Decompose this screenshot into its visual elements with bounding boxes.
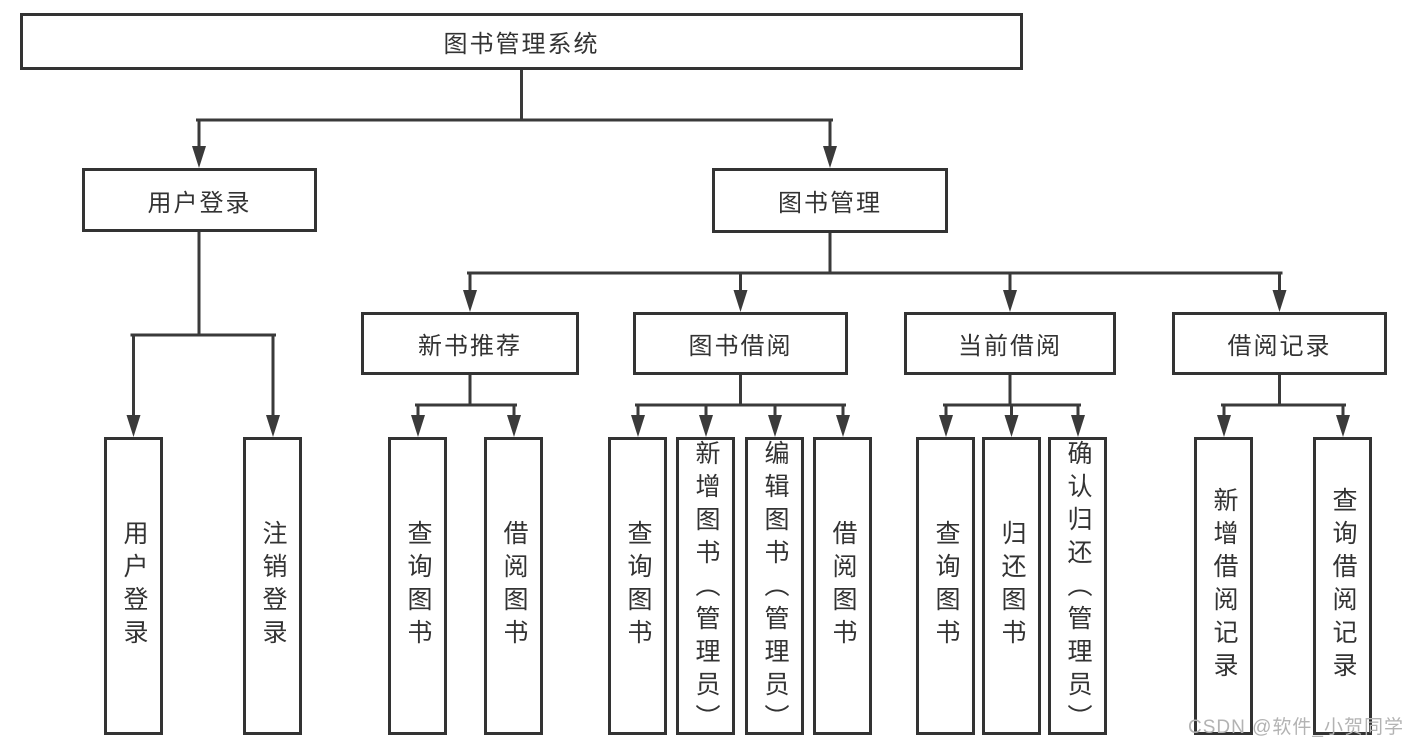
leaf-current-confirm-return-admin: 确认归还（管理员） [1048,437,1107,737]
leaf-borrowing-add-books-admin-label: 新增图书（管理员） [692,440,720,737]
leaf-newbook-query-books: 查询图书 [388,437,447,735]
leaf-current-confirm-return-admin-label: 确认归还（管理员） [1064,440,1092,737]
leaf-current-query-books-label: 查询图书 [932,520,960,652]
node-library-management-system: 图书管理系统 [20,13,1023,70]
leaf-borrowing-edit-books-admin: 编辑图书（管理员） [745,437,804,737]
leaf-user-login-label: 用户登录 [120,520,148,652]
node-current-borrowing: 当前借阅 [904,312,1116,375]
leaf-newbook-borrow-books: 借阅图书 [484,437,543,735]
leaf-logout: 注销登录 [243,437,302,735]
node-book-management: 图书管理 [712,168,948,233]
node-borrowing-records: 借阅记录 [1172,312,1387,375]
leaf-records-add-record: 新增借阅记录 [1194,437,1253,735]
node-book-management-label: 图书管理 [778,190,882,217]
leaf-records-query-record-label: 查询借阅记录 [1329,487,1357,685]
leaf-current-return-books-label: 归还图书 [998,520,1026,652]
leaf-records-add-record-label: 新增借阅记录 [1210,487,1238,685]
leaf-records-query-record: 查询借阅记录 [1313,437,1372,735]
csdn-watermark: CSDN @软件_小贺同学 [1188,717,1404,738]
leaf-logout-label: 注销登录 [259,520,287,652]
leaf-user-login: 用户登录 [104,437,163,735]
node-user-login-group: 用户登录 [82,168,317,232]
leaf-borrowing-borrow-books-label: 借阅图书 [829,520,857,652]
node-new-book-recommend-label: 新书推荐 [418,333,522,360]
leaf-newbook-query-books-label: 查询图书 [404,520,432,652]
leaf-current-query-books: 查询图书 [916,437,975,735]
leaf-newbook-borrow-books-label: 借阅图书 [500,520,528,652]
node-current-borrowing-label: 当前借阅 [958,333,1062,360]
leaf-borrowing-edit-books-admin-label: 编辑图书（管理员） [761,440,789,737]
node-user-login-group-label: 用户登录 [147,189,252,217]
node-new-book-recommend: 新书推荐 [361,312,579,375]
leaf-borrowing-query-books-label: 查询图书 [624,520,652,652]
leaf-borrowing-borrow-books: 借阅图书 [813,437,872,735]
node-book-borrowing: 图书借阅 [633,312,848,375]
node-library-management-system-label: 图书管理系统 [443,31,600,58]
leaf-borrowing-add-books-admin: 新增图书（管理员） [676,437,735,737]
leaf-borrowing-query-books: 查询图书 [608,437,667,735]
leaf-current-return-books: 归还图书 [982,437,1041,735]
node-book-borrowing-label: 图书借阅 [688,333,793,360]
node-borrowing-records-label: 借阅记录 [1227,333,1332,360]
